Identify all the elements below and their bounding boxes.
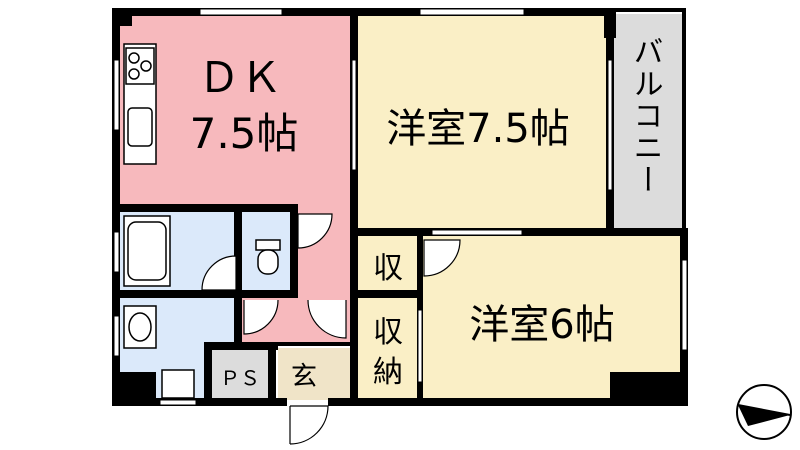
balcony-rail bbox=[682, 8, 686, 234]
window bbox=[681, 259, 688, 351]
balcony-fill bbox=[614, 14, 682, 228]
window bbox=[351, 59, 357, 171]
storage-large-label-top: 収 bbox=[373, 315, 403, 350]
western-room-1-fill bbox=[356, 14, 610, 232]
door-swing bbox=[423, 239, 461, 277]
wall bbox=[112, 372, 156, 406]
window bbox=[113, 315, 120, 357]
burner bbox=[128, 68, 140, 80]
western-room-1-label: 洋室7.5帖 bbox=[386, 106, 570, 152]
storage-large-label-bottom: 納 bbox=[373, 355, 403, 390]
ps-fill bbox=[212, 348, 268, 400]
entrance-door-swing bbox=[289, 405, 329, 445]
wall bbox=[234, 204, 242, 294]
balcony-label: バルコニー bbox=[628, 36, 663, 196]
wall bbox=[290, 204, 298, 294]
room-fills bbox=[120, 14, 683, 400]
toilet-bowl bbox=[257, 249, 279, 275]
wall bbox=[112, 8, 612, 16]
wall bbox=[350, 8, 358, 406]
wall bbox=[276, 342, 352, 346]
wall bbox=[268, 342, 276, 404]
bathtub-inner bbox=[127, 221, 167, 281]
dk-fill bbox=[120, 14, 356, 206]
wall bbox=[328, 398, 688, 406]
window bbox=[113, 231, 120, 273]
window bbox=[607, 59, 613, 191]
sink bbox=[127, 107, 153, 147]
door-swing bbox=[243, 299, 279, 335]
window bbox=[113, 59, 120, 131]
door-swing bbox=[297, 213, 333, 249]
dk-label: ＤＫ bbox=[198, 53, 282, 102]
window bbox=[431, 229, 523, 236]
dk-size-label: 7.5帖 bbox=[190, 109, 299, 158]
washing-machine bbox=[161, 369, 195, 399]
entrance-label: 玄 bbox=[291, 362, 317, 392]
storage-small-fill bbox=[356, 236, 417, 294]
wall bbox=[116, 290, 298, 298]
wall bbox=[356, 290, 420, 298]
door-swing bbox=[307, 299, 347, 339]
fixtures bbox=[123, 43, 281, 399]
storage-large-fill bbox=[356, 298, 417, 400]
burner bbox=[140, 60, 152, 72]
burner bbox=[128, 52, 140, 64]
wall bbox=[234, 290, 242, 346]
door-swing bbox=[201, 255, 237, 291]
window bbox=[417, 309, 423, 383]
compass-line bbox=[737, 404, 791, 416]
window bbox=[199, 8, 283, 16]
toilet-tank bbox=[255, 239, 281, 251]
wall bbox=[610, 372, 688, 406]
doors bbox=[201, 213, 461, 445]
washbasin-bowl bbox=[128, 312, 152, 342]
window bbox=[419, 8, 525, 16]
compass-needle bbox=[738, 405, 790, 426]
window bbox=[159, 399, 197, 406]
wall bbox=[204, 342, 212, 404]
wall bbox=[112, 398, 287, 406]
ps-label: ＰＳ bbox=[220, 366, 260, 390]
western-room-2-label: 洋室6帖 bbox=[469, 302, 614, 348]
storage-small-label: 収 bbox=[373, 251, 403, 286]
wall bbox=[112, 8, 132, 26]
entrance-fill bbox=[278, 348, 352, 400]
balcony-rail bbox=[612, 8, 686, 12]
wall bbox=[116, 204, 298, 212]
compass-arrow-icon bbox=[736, 384, 792, 440]
windows bbox=[113, 8, 688, 406]
wall bbox=[204, 342, 278, 350]
room-labels: ＤＫ 7.5帖 洋室7.5帖 洋室6帖 バルコニー 収 収 納 ＰＳ 玄 bbox=[190, 36, 663, 392]
